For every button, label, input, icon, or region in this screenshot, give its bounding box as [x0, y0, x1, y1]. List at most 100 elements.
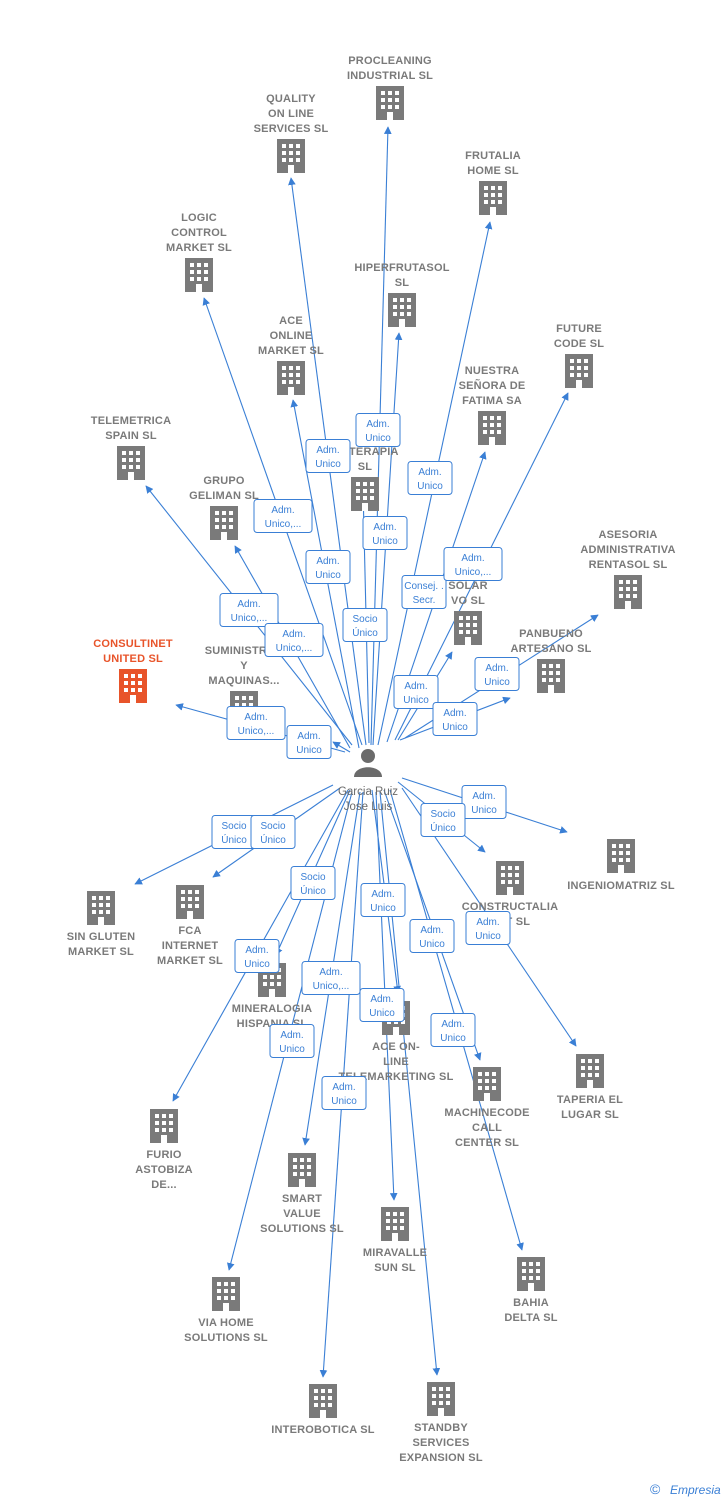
role-badge[interactable]: Adm. Unico — [432, 702, 478, 736]
company-label: SERVICES SL — [254, 123, 329, 135]
role-label: Unico — [440, 1033, 466, 1044]
role-label: Unico,... — [455, 567, 492, 578]
role-badge[interactable]: Adm.Unico — [409, 919, 455, 953]
company-node-interobotica[interactable]: INTEROBOTICA SL — [271, 1384, 375, 1436]
role-badge[interactable]: Adm.Unico — [362, 516, 408, 550]
role-badge[interactable]: Adm.Unico — [269, 1024, 315, 1058]
brand-footer: ©Empresia — [650, 1481, 721, 1497]
role-badge[interactable]: Adm.Unico — [407, 461, 453, 495]
role-label: Unico,... — [231, 613, 268, 624]
role-badge[interactable]: Adm.Unico — [234, 939, 280, 973]
role-label: Adm. — [319, 967, 342, 978]
role-badge[interactable]: Adm.Unico,... — [226, 706, 286, 740]
role-badge[interactable]: Adm.Unico — [393, 675, 439, 709]
role-badge[interactable]: Adm.Unico — [430, 1013, 476, 1047]
role-badge[interactable]: Adm.Unico — [321, 1076, 367, 1110]
company-label: ACE ON- — [372, 1041, 420, 1053]
company-node-suministros[interactable]: SUMINISTROSYMAQUINAS... — [205, 645, 284, 725]
role-label: Socio — [300, 872, 325, 883]
role-badge[interactable]: Adm.Unico — [360, 883, 406, 917]
company-node-hiperfrutasol[interactable]: HIPERFRUTASOL SL — [354, 262, 450, 327]
company-label: FCA — [178, 925, 201, 937]
brand-logo[interactable]: Empresia — [670, 1483, 721, 1497]
role-label: Unico — [419, 939, 445, 950]
company-label: MARKET SL — [157, 955, 223, 967]
role-label: Unico — [244, 959, 270, 970]
role-badge[interactable]: Adm.Unico — [305, 550, 351, 584]
company-label: HIPERFRUTASOL — [354, 262, 449, 274]
company-label: ASESORIA — [598, 529, 657, 541]
company-node-ingeniomatriz[interactable]: INGENIOMATRIZ SL — [567, 839, 675, 892]
company-label: FUTURE — [556, 323, 602, 335]
building-icon — [277, 139, 305, 173]
company-label: INDUSTRIAL SL — [347, 70, 433, 82]
role-label: Único — [300, 884, 326, 897]
role-badge[interactable]: Adm. Unico,... — [443, 547, 503, 581]
company-label: LOGIC — [181, 212, 217, 224]
building-icon — [576, 1054, 604, 1088]
role-label: Unico — [315, 570, 341, 581]
building-icon — [277, 361, 305, 395]
role-badge[interactable]: Adm.Unico — [355, 413, 401, 447]
role-label: Adm. — [461, 553, 484, 564]
company-label: TELEMARKETING SL — [338, 1071, 453, 1083]
role-label: Adm. — [476, 917, 499, 928]
company-label: VO SL — [451, 595, 485, 607]
role-badge[interactable]: Consej. .Secr. — [401, 575, 447, 609]
role-label: Adm. — [472, 791, 495, 802]
role-badge[interactable]: Adm.Unico — [359, 988, 405, 1022]
role-badge[interactable]: Adm.Unico — [305, 439, 351, 473]
company-label: FATIMA SA — [462, 395, 522, 407]
role-badge[interactable]: Adm.Unico,... — [253, 499, 313, 533]
role-label: Adm. — [443, 708, 466, 719]
role-badge[interactable]: Adm.Unico — [461, 785, 507, 819]
role-badge[interactable]: Adm.Unico,... — [264, 623, 324, 657]
company-label: BAHIA — [513, 1297, 549, 1309]
role-badge[interactable]: Adm.Unico,... — [219, 593, 279, 627]
building-icon — [212, 1277, 240, 1311]
role-badge[interactable]: Adm.Unico — [474, 657, 520, 691]
building-icon — [381, 1207, 409, 1241]
role-badge[interactable]: Adm.Unico — [465, 911, 511, 945]
role-label: Único — [430, 821, 456, 834]
company-label: FRUTALIA — [465, 150, 521, 162]
role-label: Unico — [296, 745, 322, 756]
company-label: NUESTRA — [465, 365, 520, 377]
role-badge[interactable]: Adm.Unico,... — [301, 961, 361, 995]
role-badge[interactable]: Adm.Unico — [286, 725, 332, 759]
role-label: Unico — [442, 722, 468, 733]
role-label: Único — [221, 833, 247, 846]
company-node-furio[interactable]: FURIOASTOBIZADE... — [135, 1109, 193, 1191]
company-label: SL — [395, 277, 410, 289]
